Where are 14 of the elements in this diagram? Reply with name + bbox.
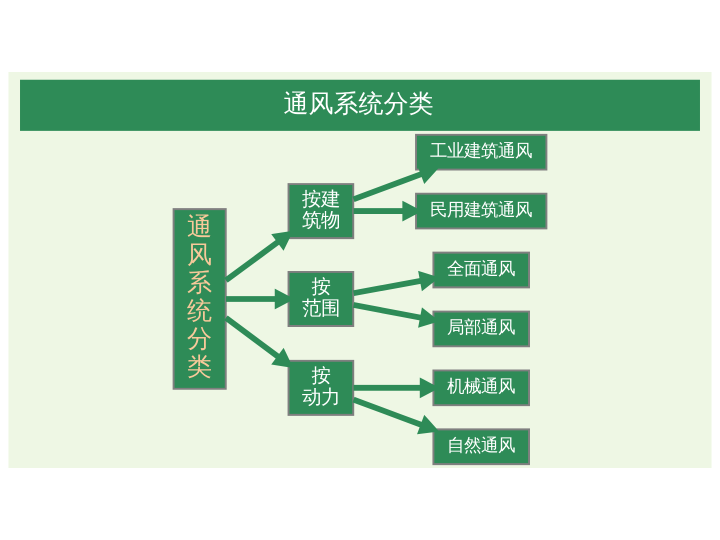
arrow [224,230,294,283]
node-box: 机械通风 [432,369,530,406]
node-box: 按动力 [288,360,354,416]
arrow [352,396,440,434]
node-box: 按范围 [288,270,354,327]
arrow [224,316,294,368]
node-box: 自然通风 [432,428,530,466]
node-box: 按建筑物 [288,183,354,240]
node-box: 局部通风 [432,310,530,348]
diagram-title: 通风系统分类 [284,88,434,118]
node-box: 工业建筑通风 [415,134,548,171]
node-box: 通风系统分类 [172,208,227,390]
node-box: 民用建筑通风 [415,192,548,230]
node-box: 全面通风 [432,252,530,288]
